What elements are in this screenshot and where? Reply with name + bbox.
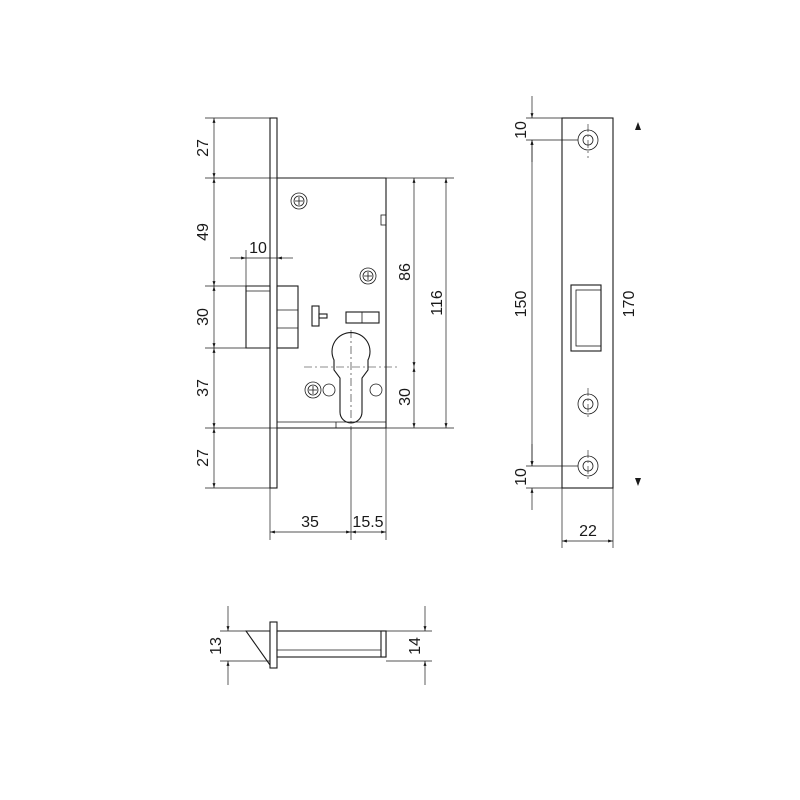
latch-lever: [311, 305, 320, 327]
dim-14: 14: [407, 637, 424, 655]
faceplate-latch-slot-inner: [575, 289, 602, 347]
latch-wedge: [244, 630, 271, 667]
cylinder-cutout: [331, 331, 371, 424]
latch-lever-tab: [318, 313, 328, 319]
dim-49: 49: [195, 223, 212, 241]
screw-middle-icon: [359, 267, 377, 285]
case-notch: [380, 214, 387, 226]
bottom-view: 13 14: [208, 606, 432, 685]
dim-116: 116: [429, 290, 446, 316]
screw-lower-icon: [304, 381, 322, 399]
faceplate-latch-slot: [570, 284, 602, 352]
dim-27-top: 27: [195, 139, 212, 157]
bottom-case: [276, 630, 387, 658]
cylinder-to-bottom-dimension: [386, 367, 424, 429]
front-view: 27 49 30 37 27 10 30 86 116: [195, 117, 454, 540]
lower-case-height-dimension: [386, 177, 454, 367]
screw-top-icon: [290, 192, 308, 210]
backset-dimension: [269, 428, 387, 540]
dim-86: 86: [397, 263, 414, 281]
dim-37: 37: [195, 379, 212, 397]
bottom-case-end: [380, 630, 387, 658]
case-thickness-dimension: [386, 606, 432, 685]
latch-housing: [276, 285, 299, 349]
dim-30-cylinder: 30: [397, 388, 414, 406]
latch-projection-dimension: [230, 250, 293, 286]
cylinder-left-hole: [322, 383, 336, 397]
dim-22: 22: [579, 523, 597, 540]
case-slot: [345, 311, 380, 324]
bottom-faceplate: [269, 621, 278, 669]
dim-10-top-hole: 10: [513, 121, 530, 139]
dim-30-latch: 30: [195, 308, 212, 326]
dim-15-5: 15.5: [352, 514, 383, 531]
case-height-dimension: [424, 178, 454, 429]
dim-27-bottom: 27: [195, 449, 212, 467]
dim-170: 170: [621, 291, 638, 318]
left-dimension-stack: [205, 117, 277, 489]
dim-10-latch: 10: [249, 240, 267, 257]
lock-case-body: [277, 177, 387, 429]
side-width-dimension: [561, 488, 614, 548]
cylinder-right-hole: [369, 383, 383, 397]
dim-35: 35: [301, 514, 319, 531]
front-faceplate: [269, 117, 278, 489]
dim-10-bottom-hole: 10: [513, 468, 530, 486]
side-view: 10 150 10 170 22: [513, 96, 641, 548]
dim-13: 13: [208, 637, 225, 655]
side-right-dimension: [635, 122, 641, 486]
dim-150: 150: [513, 291, 530, 318]
latch-thickness-dimension: [220, 606, 270, 685]
latch-bolt: [245, 285, 271, 349]
side-left-dimensions: [526, 96, 578, 510]
